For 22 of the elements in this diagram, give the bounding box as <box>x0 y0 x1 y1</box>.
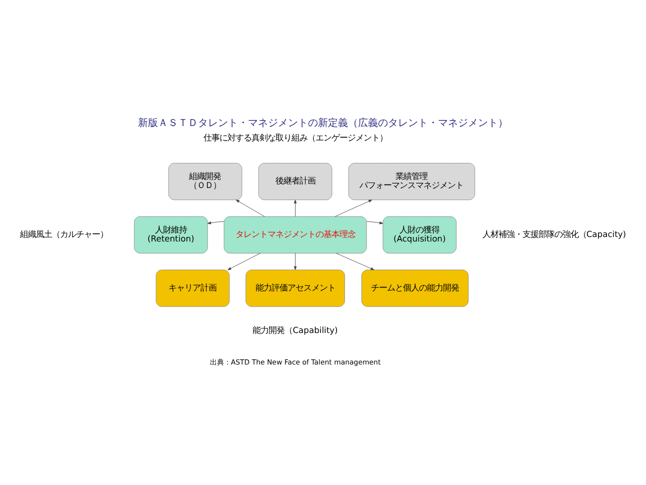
arrow <box>336 252 374 270</box>
label: 人材補強・支援部隊の強化（Capacity) <box>482 228 626 238</box>
arrow <box>334 199 372 216</box>
arrow <box>294 252 297 270</box>
node-box: チームと個人の能力開発 <box>361 269 469 306</box>
arrow <box>366 220 384 224</box>
node-box: キャリア計画 <box>156 269 230 306</box>
label: 組織風土（カルチャー） <box>20 228 108 238</box>
label: 能力開発（Capability) <box>252 324 338 335</box>
arrow <box>228 252 260 270</box>
label: 仕事に対する真剣な取り組み（エンゲージメント） <box>203 132 388 142</box>
node-box: 人財維持 (Retention) <box>134 216 208 253</box>
node-box: タレントマネジメントの基本理念 <box>224 216 367 253</box>
node-box: 後継者計画 <box>258 162 332 200</box>
node-box: 能力評価アセスメント <box>246 269 345 306</box>
arrow <box>294 199 297 216</box>
node-box: 人財の獲得 (Acquisition) <box>382 216 457 253</box>
arrow <box>207 220 224 224</box>
arrow <box>236 199 265 216</box>
node-box: 業績管理 パフォーマンスマネジメント <box>348 162 476 200</box>
diagram-title: 新版ＡＳＴＤタレント・マネジメントの新定義（広義のタレント・マネジメント） <box>138 117 508 128</box>
node-box: 組織開発 （ＯＤ） <box>168 162 242 200</box>
